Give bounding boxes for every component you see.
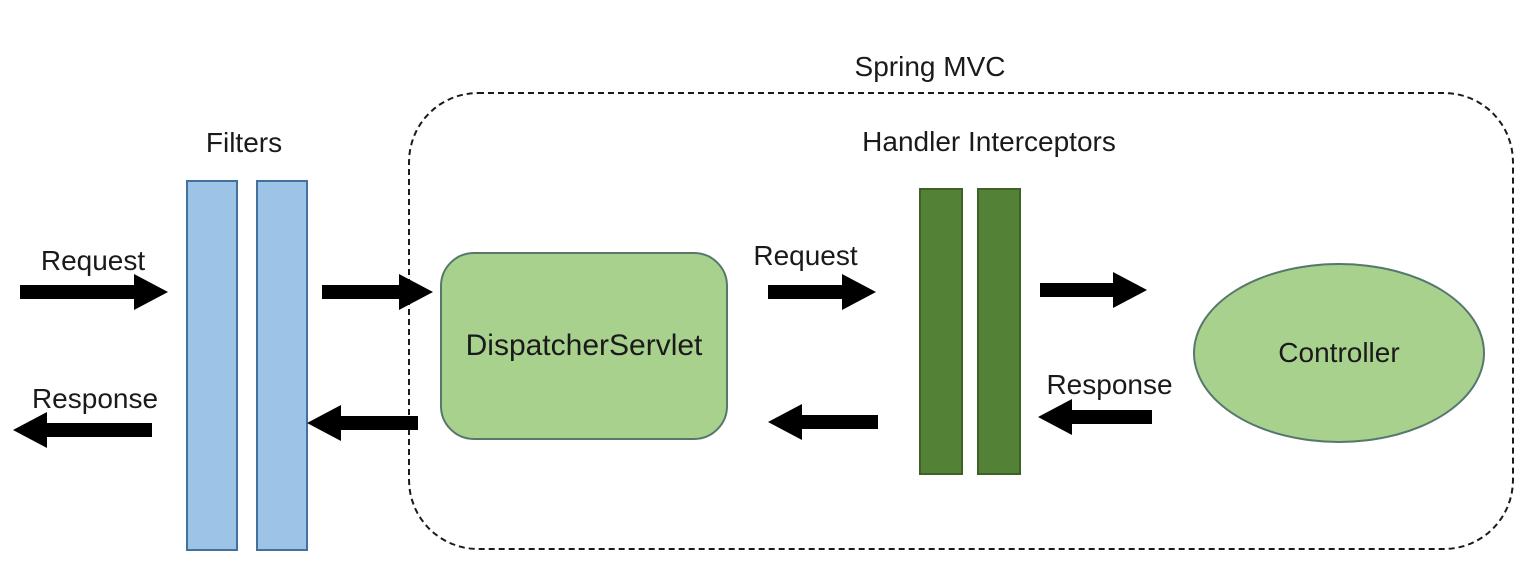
arrow-shaft	[41, 423, 152, 437]
arrow-shaft	[322, 285, 405, 299]
dispatcher-servlet-label: DispatcherServlet	[465, 329, 703, 362]
arrow-shaft	[335, 416, 418, 430]
response-label-left: Response	[31, 383, 159, 414]
request-label-left: Request	[40, 245, 146, 276]
arrow-shaft	[1066, 410, 1152, 424]
spring-mvc-boundary	[408, 92, 1514, 550]
handler-interceptor-bar-1	[919, 188, 963, 475]
response-arrow-out-of-filters	[13, 412, 152, 448]
filters-label: Filters	[205, 127, 283, 158]
arrow-dispatcher-to-filters	[307, 405, 418, 441]
dispatcher-servlet-node: DispatcherServlet	[440, 252, 728, 440]
filter-bar-1	[186, 180, 238, 551]
arrow-shaft	[796, 415, 878, 429]
request-label-middle: Request	[753, 240, 858, 271]
response-arrow-controller-to-interceptors	[1038, 399, 1152, 435]
filter-bar-2	[256, 180, 308, 551]
arrow-head-left-icon	[13, 412, 47, 448]
arrow-shaft	[768, 285, 848, 299]
arrow-interceptors-to-dispatcher	[768, 404, 878, 440]
arrow-shaft	[1040, 283, 1119, 297]
spring-mvc-title: Spring MVC	[854, 51, 1006, 82]
arrow-head-right-icon	[399, 274, 433, 310]
handler-interceptor-bar-2	[977, 188, 1021, 475]
arrow-head-right-icon	[1113, 272, 1147, 308]
request-arrow-into-filters	[20, 274, 168, 310]
response-label-middle: Response	[1046, 369, 1173, 400]
arrow-head-right-icon	[134, 274, 168, 310]
handler-interceptors-label: Handler Interceptors	[862, 126, 1116, 157]
request-arrow-dispatcher-to-interceptors	[768, 274, 876, 310]
arrow-shaft	[20, 285, 140, 299]
controller-node: Controller	[1193, 263, 1485, 443]
arrow-head-right-icon	[842, 274, 876, 310]
arrow-head-left-icon	[768, 404, 802, 440]
arrow-head-left-icon	[307, 405, 341, 441]
arrow-head-left-icon	[1038, 399, 1072, 435]
arrow-interceptors-to-controller	[1040, 272, 1147, 308]
controller-label: Controller	[1278, 337, 1400, 368]
arrow-filters-to-dispatcher	[322, 274, 433, 310]
